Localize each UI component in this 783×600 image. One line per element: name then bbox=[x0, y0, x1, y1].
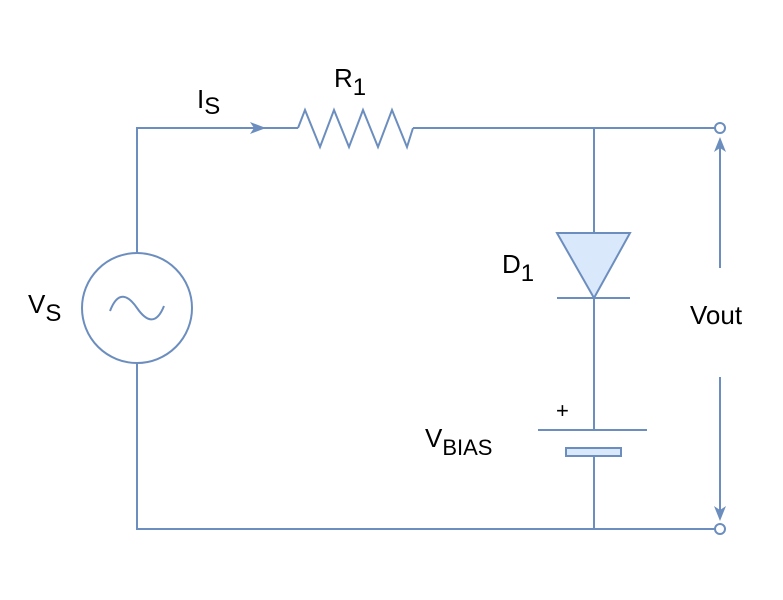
output-terminal-bottom[interactable] bbox=[714, 523, 726, 535]
resistor-r1 bbox=[297, 107, 414, 150]
label-vbias: VBIAS bbox=[425, 423, 492, 460]
wire-top-left bbox=[136, 127, 298, 253]
arrow-down-icon bbox=[714, 506, 726, 521]
label-is: IS bbox=[197, 84, 220, 120]
battery-plate-negative bbox=[565, 447, 622, 457]
label-r1: R1 bbox=[334, 63, 366, 101]
label-d1: D1 bbox=[502, 249, 534, 287]
label-vout: Vout bbox=[690, 300, 743, 330]
diode-d1 bbox=[555, 232, 632, 301]
label-vs: VS bbox=[28, 289, 61, 327]
sine-wave-icon bbox=[109, 295, 165, 321]
current-arrow-icon bbox=[250, 122, 266, 134]
output-terminal-top[interactable] bbox=[714, 122, 726, 134]
wire-bottom bbox=[136, 363, 715, 530]
arrow-up-icon bbox=[714, 137, 726, 152]
label-plus: + bbox=[556, 398, 569, 423]
